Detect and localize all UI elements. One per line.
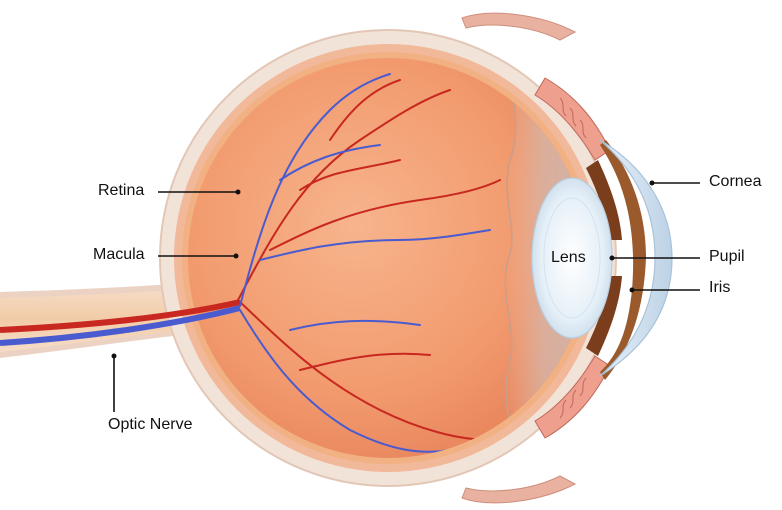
pupil-pointer-dot bbox=[610, 256, 615, 261]
lower-eyelid-fold bbox=[462, 476, 575, 503]
pupil-label: Pupil bbox=[709, 248, 745, 266]
iris-pointer-dot bbox=[630, 288, 635, 293]
cornea-label: Cornea bbox=[709, 173, 761, 191]
macula-pointer-dot bbox=[234, 254, 239, 259]
macula-label: Macula bbox=[93, 246, 145, 264]
retina-pointer-dot bbox=[236, 190, 241, 195]
optic-nerve-pointer-dot bbox=[112, 354, 117, 359]
lens-label: Lens bbox=[551, 249, 586, 267]
retina-label: Retina bbox=[98, 182, 144, 200]
cornea-pointer-dot bbox=[650, 181, 655, 186]
upper-eyelid-fold bbox=[462, 13, 575, 40]
optic-nerve-label: Optic Nerve bbox=[108, 416, 192, 434]
iris-label: Iris bbox=[709, 279, 730, 297]
